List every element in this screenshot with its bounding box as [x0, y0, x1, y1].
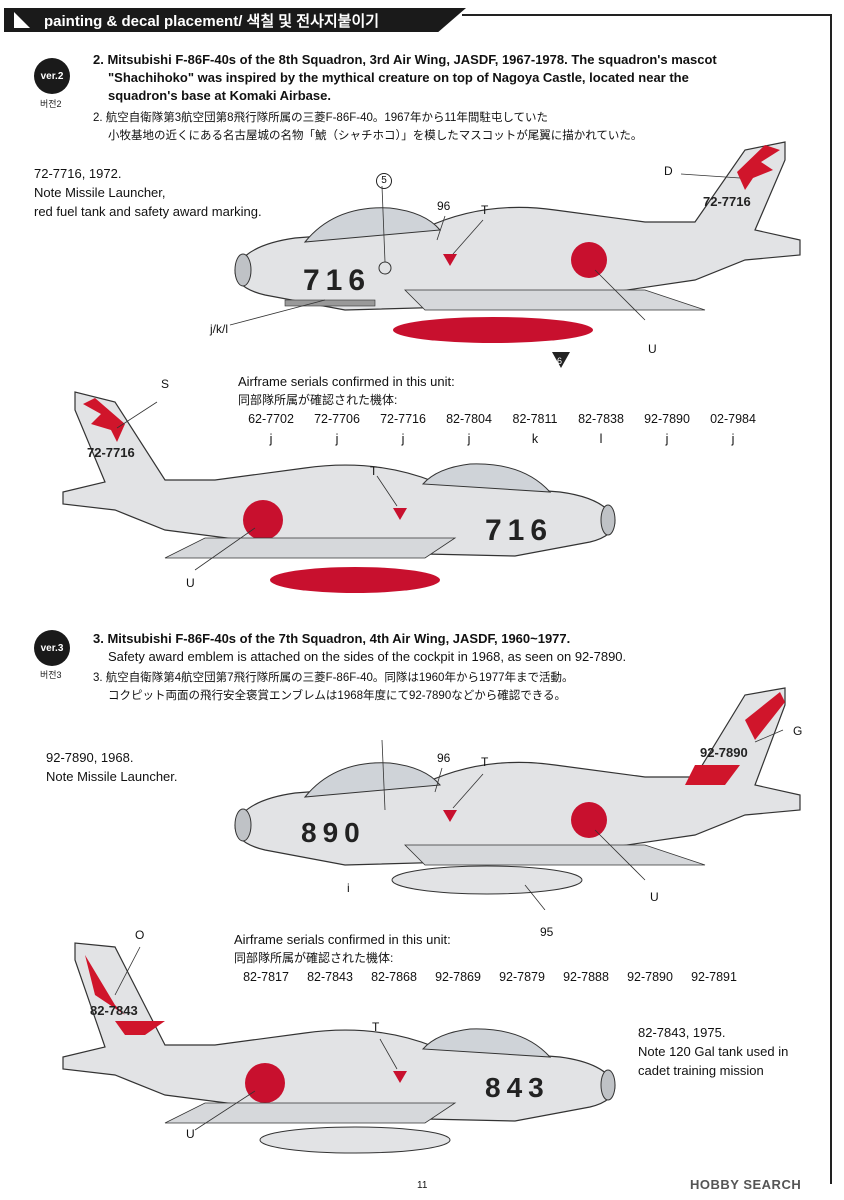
- aircraft-1-nose-number: 716: [303, 264, 371, 297]
- serial-decal: k: [531, 432, 539, 446]
- serial: 92-7890: [644, 412, 690, 426]
- v3-jp-2: コクピット両面の飛行安全褒賞エンブレムは1968年度にて92-7890などから確…: [108, 690, 566, 702]
- v2-label-5: 5: [376, 173, 392, 189]
- v2-desc-3: squadron's base at Komaki Airbase.: [108, 88, 331, 103]
- aircraft-1-right-tail-code: 72-7716: [87, 445, 135, 460]
- v3-note-2: 82-7843, 1975. Note 120 Gal tank used in…: [638, 1023, 788, 1080]
- v3-desc-1: 3. Mitsubishi F-86F-40s of the 7th Squad…: [93, 631, 571, 646]
- aircraft-2-nose-number: 890: [301, 817, 366, 848]
- serial: 02-7984: [710, 412, 756, 426]
- v3-label-95: 95: [540, 925, 554, 939]
- v2-label-U-2: U: [186, 576, 195, 590]
- version-3-badge: ver.3: [34, 630, 70, 666]
- v2-label-U: U: [648, 342, 657, 356]
- serial: 82-7811: [512, 412, 558, 426]
- v3-label-T-2: T: [372, 1020, 380, 1034]
- aircraft-1-right-profile: 72-7716 716: [62, 391, 616, 593]
- aircraft-2-right-profile: 82-7843 843: [62, 942, 616, 1154]
- v2-desc-1: 2. Mitsubishi F-86F-40s of the 8th Squad…: [93, 52, 717, 67]
- serial: 82-7868: [371, 970, 417, 984]
- header-rule: [462, 14, 832, 16]
- v2-note: 72-7716, 1972. Note Missile Launcher, re…: [34, 164, 262, 221]
- serial-decal: j: [467, 432, 471, 446]
- serial: 62-7702: [248, 412, 294, 426]
- v2-note-line3: red fuel tank and safety award marking.: [34, 204, 262, 219]
- v3-label-O: O: [135, 928, 145, 942]
- version-2-badge: ver.2: [34, 58, 70, 94]
- v3-label-G: G: [793, 724, 803, 738]
- v3-serials-header-jp: 同部隊所属が確認された機体:: [234, 951, 394, 965]
- aircraft-1-tail-code: 72-7716: [703, 194, 751, 209]
- v2-serial-decals-row: j j j j k l j j: [238, 429, 766, 449]
- v3-label-i: i: [347, 881, 350, 895]
- v3-note2-line1: 82-7843, 1975.: [638, 1025, 726, 1040]
- page-number: 11: [417, 1180, 428, 1191]
- v3-note-1: 92-7890, 1968. Note Missile Launcher.: [46, 748, 178, 786]
- v2-serials-header-en: Airframe serials confirmed in this unit:: [238, 374, 455, 389]
- v3-note1-line2: Note Missile Launcher.: [46, 769, 178, 784]
- v2-label-96: 96: [437, 199, 451, 213]
- version-2-badge-sub: 버전2: [40, 99, 62, 109]
- v3-note1-line1: 92-7890, 1968.: [46, 750, 134, 765]
- header-title: painting & decal placement/ 색칠 및 전사지붙이기: [44, 13, 380, 30]
- v3-desc-2: Safety award emblem is attached on the s…: [108, 649, 627, 664]
- v2-label-D: D: [664, 164, 673, 178]
- aircraft-1-left-profile: 72-7716 716: [229, 141, 801, 368]
- v3-jp-1: 3. 航空自衛隊第4航空団第7飛行隊所属の三菱F-86F-40。同隊は1960年…: [93, 672, 574, 684]
- v2-label-S: S: [161, 377, 170, 391]
- watermark: HOBBY SEARCH: [690, 1177, 802, 1192]
- v3-note2-line3: cadet training mission: [638, 1063, 764, 1078]
- serial: 82-7804: [446, 412, 492, 426]
- serial-decal: l: [599, 432, 603, 446]
- v2-jp-1: 2. 航空自衛隊第3航空団第8飛行隊所属の三菱F-86F-40。1967年から1…: [93, 112, 549, 124]
- v2-label-T-2: T: [370, 464, 378, 478]
- aircraft-2-right-nose-number: 843: [485, 1072, 550, 1103]
- serial: 92-7890: [627, 970, 673, 984]
- serial: 92-7869: [435, 970, 481, 984]
- v2-note-line2: Note Missile Launcher,: [34, 185, 166, 200]
- v2-serials-row: 62-7702 72-7706 72-7716 82-7804 82-7811 …: [238, 409, 766, 429]
- serial: 82-7838: [578, 412, 624, 426]
- v3-serials-header-en: Airframe serials confirmed in this unit:: [234, 932, 451, 947]
- v3-label-U: U: [650, 890, 659, 904]
- aircraft-2-left-profile: 92-7890 890: [234, 687, 801, 910]
- v3-serials-block: Airframe serials confirmed in this unit:…: [234, 931, 746, 987]
- serial-decal: j: [731, 432, 735, 446]
- v3-serials-row: 82-7817 82-7843 82-7868 92-7869 92-7879 …: [234, 967, 746, 987]
- header-triangle-icon: [14, 12, 30, 28]
- v2-label-T: T: [481, 203, 489, 217]
- v3-note2-line2: Note 120 Gal tank used in: [638, 1044, 789, 1059]
- v3-label-96: 96: [437, 751, 451, 765]
- serial: 92-7879: [499, 970, 545, 984]
- v3-label-T: T: [481, 755, 489, 769]
- aircraft-2-right-tail-code: 82-7843: [90, 1003, 138, 1018]
- aircraft-2-tail-code: 92-7890: [700, 745, 748, 760]
- serial: 82-7817: [243, 970, 289, 984]
- version-3-badge-sub: 버전3: [40, 670, 62, 680]
- serial: 82-7843: [307, 970, 353, 984]
- v3-label-U-2: U: [186, 1127, 195, 1141]
- serial-decal: j: [269, 432, 273, 446]
- serial: 72-7706: [314, 412, 360, 426]
- serial-decal: j: [335, 432, 339, 446]
- right-border: [830, 14, 832, 1184]
- serial: 92-7888: [563, 970, 609, 984]
- serial-decal: j: [401, 432, 405, 446]
- v2-desc-2: "Shachihoko" was inspired by the mythica…: [108, 70, 689, 85]
- v2-label-jkl: j/k/l: [210, 322, 228, 336]
- v2-jp-2: 小牧基地の近くにある名古屋城の名物「鯱（シャチホコ）」を模したマスコットが尾翼に…: [108, 130, 643, 142]
- v2-label-6: 6: [557, 356, 563, 366]
- serial: 72-7716: [380, 412, 426, 426]
- serial: 92-7891: [691, 970, 737, 984]
- v2-serials-block: Airframe serials confirmed in this unit:…: [238, 373, 766, 449]
- header-bar: [4, 8, 466, 32]
- aircraft-1-right-nose-number: 716: [485, 514, 553, 547]
- v2-serials-header-jp: 同部隊所属が確認された機体:: [238, 393, 398, 407]
- v2-note-line1: 72-7716, 1972.: [34, 166, 122, 181]
- serial-decal: j: [665, 432, 669, 446]
